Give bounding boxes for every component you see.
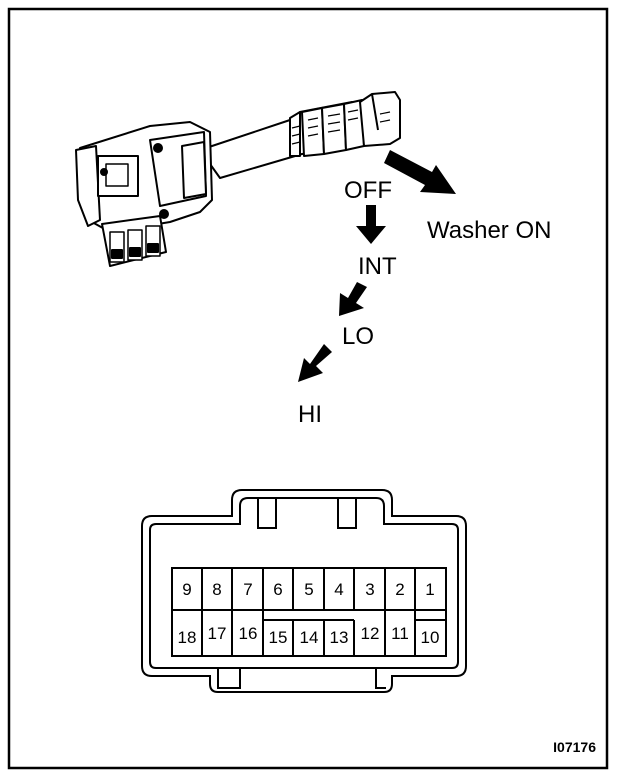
figure-id: I07176 [553, 739, 596, 755]
pin-16: 16 [239, 624, 258, 643]
label-int: INT [358, 253, 397, 280]
figure-border [7, 7, 609, 770]
pin-labels-top: 9 8 7 6 5 4 3 2 1 [182, 580, 434, 599]
label-lo: LO [342, 323, 374, 350]
pin-6: 6 [273, 580, 282, 599]
pin-13: 13 [330, 628, 349, 647]
washer-arrow [384, 150, 456, 194]
pin-5: 5 [304, 580, 313, 599]
pin-2: 2 [395, 580, 404, 599]
pin-3: 3 [365, 580, 374, 599]
pin-10: 10 [421, 628, 440, 647]
off-to-int-arrow [356, 205, 386, 244]
connector-outline [141, 489, 467, 693]
label-washer-on: Washer ON [427, 217, 551, 244]
pin-11: 11 [391, 624, 409, 643]
pin-1: 1 [425, 580, 434, 599]
int-to-lo-arrow [339, 282, 367, 316]
label-hi: HI [298, 401, 322, 428]
pin-7: 7 [243, 580, 252, 599]
pin-18: 18 [178, 628, 197, 647]
pin-8: 8 [212, 580, 221, 599]
pin-labels-bottom: 18 17 16 15 14 13 12 11 10 [178, 624, 440, 647]
pin-grid [171, 567, 447, 657]
pin-15: 15 [269, 628, 288, 647]
pin-12: 12 [361, 624, 380, 643]
pin-17: 17 [208, 624, 227, 643]
pin-4: 4 [334, 580, 343, 599]
pin-14: 14 [300, 628, 319, 647]
lo-to-hi-arrow [298, 344, 332, 382]
label-off: OFF [344, 177, 392, 204]
pin-9: 9 [182, 580, 191, 599]
wiper-switch-illustration [75, 91, 401, 267]
